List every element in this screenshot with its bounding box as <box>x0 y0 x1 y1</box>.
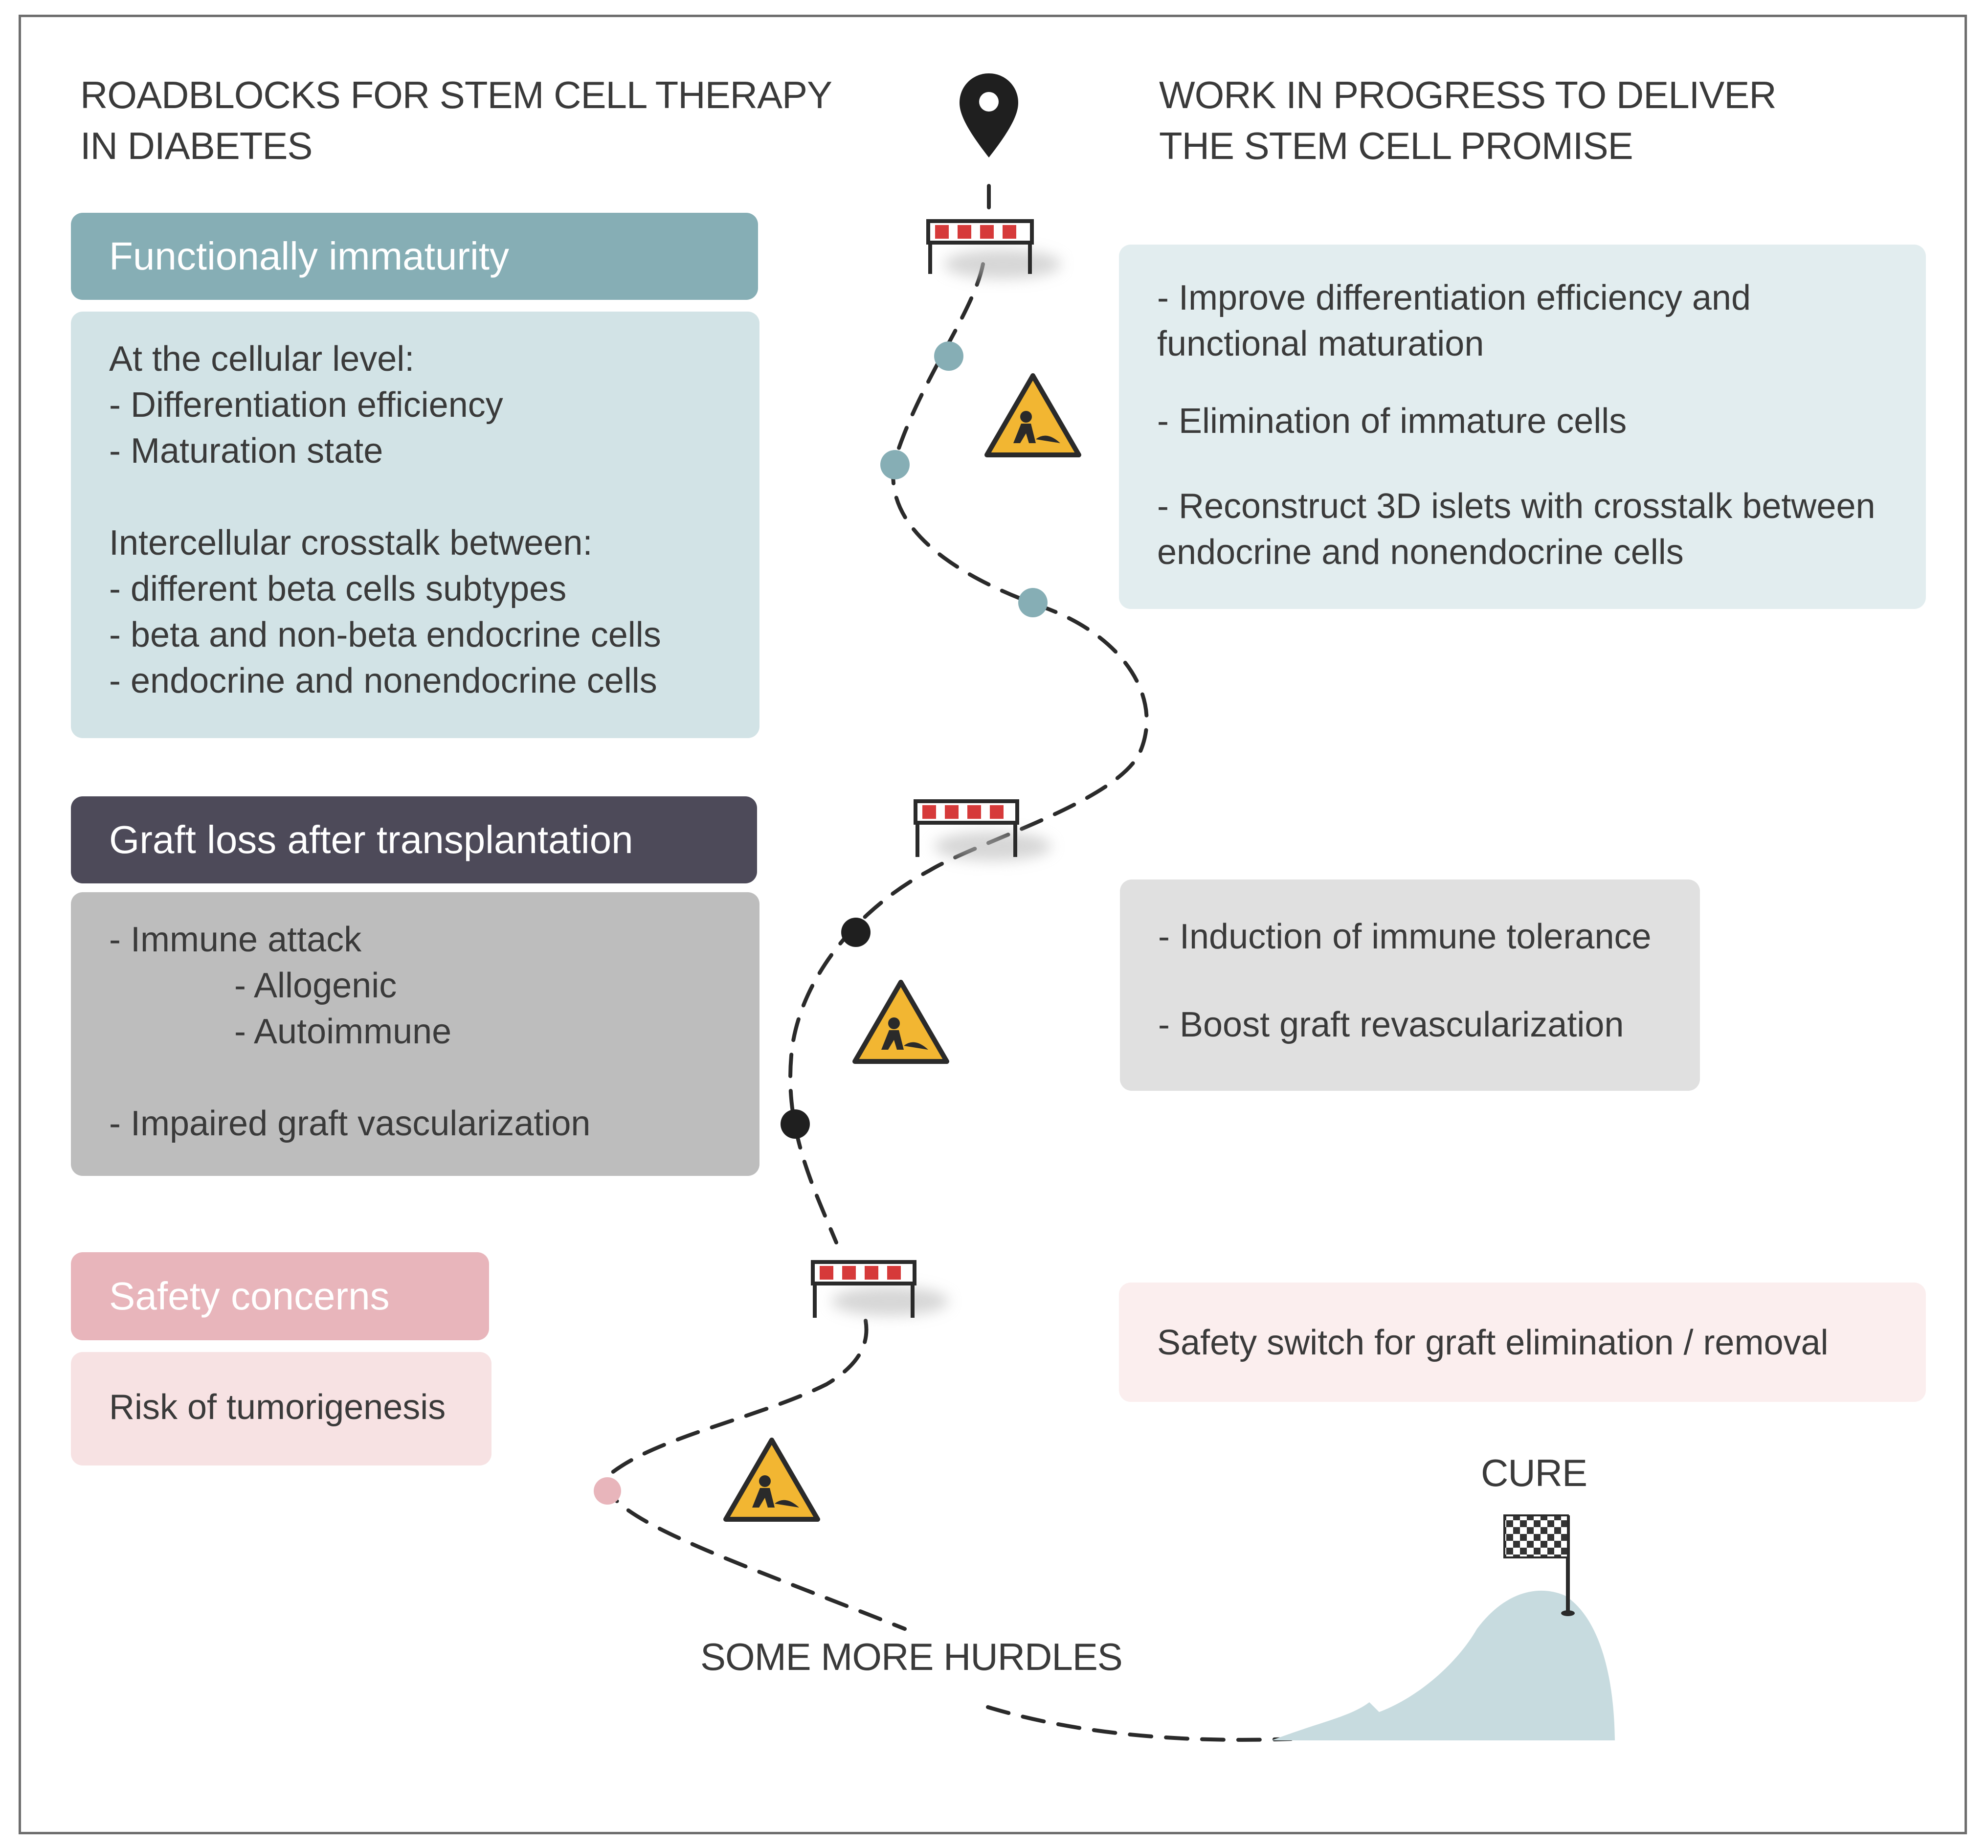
milestone-dot <box>781 1109 810 1139</box>
cure-hill <box>1272 1590 1615 1740</box>
left-heading: ROADBLOCKS FOR STEM CELL THERAPY IN DIAB… <box>80 69 832 171</box>
graft-loss-title: Graft loss after transplantation <box>109 818 633 861</box>
safety-concerns-header: Safety concerns <box>71 1252 489 1340</box>
road-work-sign-icon <box>984 373 1081 457</box>
roadblock-line: - beta and non-beta endocrine cells <box>109 615 661 654</box>
milestone-dot <box>1018 588 1048 617</box>
safety-concerns-solutions: Safety switch for graft elimination / re… <box>1119 1283 1926 1402</box>
solution-line: - Boost graft revascularization <box>1158 1005 1624 1044</box>
solution-line: - Reconstruct 3D islets with crosstalk b… <box>1157 487 1876 526</box>
solution-line: - Induction of immune tolerance <box>1158 917 1652 956</box>
milestone-dot <box>841 918 871 947</box>
roadblock-line: - Differentiation efficiency <box>109 385 503 425</box>
road-barrier-icon <box>811 1260 949 1318</box>
milestone-dot <box>934 341 963 371</box>
location-pin-icon <box>960 73 1018 158</box>
solution-line: Safety switch for graft elimination / re… <box>1157 1323 1829 1362</box>
road-work-sign-icon <box>852 980 949 1064</box>
road-work-sign-icon <box>723 1438 820 1522</box>
cure-label: CURE <box>1481 1451 1587 1494</box>
roadblock-line: - different beta cells subtypes <box>109 569 567 608</box>
milestone-dot <box>594 1477 621 1505</box>
road-barrier-icon <box>926 219 1061 279</box>
right-heading: WORK IN PROGRESS TO DELIVER THE STEM CEL… <box>1159 69 1777 171</box>
functional-immaturity-title: Functionally immaturity <box>109 234 510 278</box>
solution-line: functional maturation <box>1157 324 1484 363</box>
road-path <box>604 184 1293 1742</box>
graft-loss-header: Graft loss after transplantation <box>71 796 757 883</box>
roadblock-line: - Maturation state <box>109 431 383 471</box>
functional-immaturity-header: Functionally immaturity <box>71 213 758 300</box>
checkered-flag-icon <box>1503 1514 1575 1616</box>
graft-loss-roadblocks: - Immune attack - Allogenic - Autoimmune… <box>71 892 759 1176</box>
left-heading-line-2: IN DIABETES <box>80 124 313 167</box>
safety-concerns-roadblocks: Risk of tumorigenesis <box>71 1352 491 1465</box>
hurdles-label: SOME MORE HURDLES <box>700 1635 1123 1678</box>
left-heading-line-1: ROADBLOCKS FOR STEM CELL THERAPY <box>80 73 832 116</box>
roadblock-line: - Autoimmune <box>234 1012 452 1051</box>
solution-line: - Elimination of immature cells <box>1157 402 1627 441</box>
roadblock-line: - Immune attack <box>109 920 362 959</box>
milestone-dot <box>880 450 910 479</box>
roadblock-line: - Allogenic <box>234 966 397 1005</box>
roadblock-line: At the cellular level: <box>109 339 415 379</box>
solution-line: endocrine and nonendocrine cells <box>1157 533 1684 572</box>
right-heading-line-1: WORK IN PROGRESS TO DELIVER <box>1159 73 1777 116</box>
safety-concerns-title: Safety concerns <box>109 1274 390 1318</box>
solution-line: - Improve differentiation efficiency and <box>1157 278 1751 317</box>
roadblock-line: - endocrine and nonendocrine cells <box>109 661 657 700</box>
roadblock-line: Intercellular crosstalk between: <box>109 523 593 563</box>
functional-immaturity-solutions: - Improve differentiation efficiency and… <box>1119 245 1926 609</box>
graft-loss-solutions: - Induction of immune tolerance - Boost … <box>1120 879 1700 1091</box>
functional-immaturity-roadblocks: At the cellular level: - Differentiation… <box>71 312 759 738</box>
roadblock-line: Risk of tumorigenesis <box>109 1388 446 1427</box>
road-barrier-icon <box>914 799 1051 861</box>
roadblock-line: - Impaired graft vascularization <box>109 1104 591 1143</box>
right-heading-line-2: THE STEM CELL PROMISE <box>1159 124 1633 167</box>
